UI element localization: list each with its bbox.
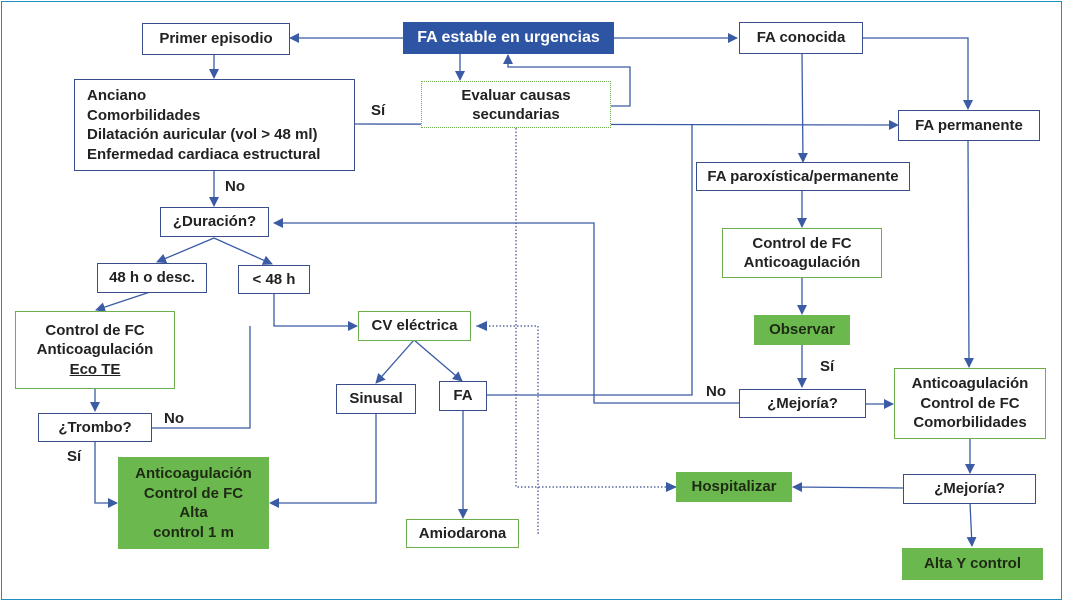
node-text: control 1 m [153, 523, 234, 541]
node-cv-electrica: CV eléctrica [358, 311, 471, 341]
node-text: Alta [179, 504, 208, 521]
node-text: Anticoagulación [743, 254, 861, 271]
node-control-anticoagulacion: Control de FC Anticoagulación [722, 228, 882, 278]
node-text: 48 h o desc. [109, 269, 195, 287]
edge-duracion-menos48 [213, 237, 273, 265]
edge-fa-riesgo [487, 125, 693, 396]
node-fa-permanente: FA permanente [898, 110, 1040, 141]
node-alta-control-1m: Anticoagulación Control de FC Alta contr… [118, 457, 269, 549]
node-text: Primer episodio [159, 30, 273, 48]
label-no-riesgo: No [225, 178, 245, 195]
node-text: Sinusal [349, 390, 403, 408]
node-text: ¿Duración? [172, 213, 257, 231]
node-48h-desc: 48 h o desc. [97, 263, 207, 293]
node-text: FA estable en urgencias [417, 29, 600, 47]
label-no-trombo: No [164, 410, 184, 427]
edge-cv-sinusal [375, 339, 415, 384]
edge-conocida-parox [797, 53, 808, 163]
node-text: FA permanente [915, 116, 1023, 134]
edge-mejoria2-alta [966, 502, 977, 547]
edge-mas48-control [95, 291, 151, 312]
node-observar: Observar [754, 315, 850, 345]
node-menos-48h: < 48 h [238, 265, 310, 294]
node-mejoria-2: ¿Mejoría? [903, 474, 1036, 504]
node-text: Alta Y control [924, 555, 1021, 573]
arrowhead-cv-dotted [476, 321, 487, 331]
node-alta-y-control: Alta Y control [902, 548, 1043, 580]
node-text: Anticoagulación [911, 375, 1029, 393]
edge-sinusal-alta1m [269, 413, 377, 508]
node-text: ¿Trombo? [58, 418, 132, 436]
node-text: ¿Mejoría? [934, 480, 1005, 498]
edge-permanente-anticcomorb [963, 139, 974, 368]
edge-amiodarona-cv [476, 325, 539, 534]
node-text: FA [453, 387, 473, 405]
node-text: Amiodarona [418, 524, 507, 542]
node-hospitalizar: Hospitalizar [676, 472, 792, 502]
node-text: secundarias [472, 105, 560, 123]
node-text: ¿Mejoría? [767, 394, 838, 412]
edge-trombo-cv [152, 326, 251, 429]
edge-mejoria-duracion [273, 218, 739, 404]
node-text: CV eléctrica [371, 317, 458, 335]
edge-evaluar-hospitalizar [515, 128, 676, 488]
label-si-trombo: Sí [67, 448, 82, 465]
node-control-eco-te: Control de FC Anticoagulación Eco TE [15, 311, 175, 389]
node-anticoagulacion-comorbilidades: Anticoagulación Control de FC Comorbilid… [894, 368, 1046, 439]
edge-trombo-alta1m [94, 441, 118, 508]
node-text: FA conocida [756, 29, 846, 47]
node-text: Control de FC [920, 394, 1020, 412]
node-text: Control de FC [752, 234, 852, 252]
node-text: Comorbilidades [87, 106, 201, 124]
node-sinusal: Sinusal [336, 384, 416, 414]
node-primer-episodio: Primer episodio [142, 23, 290, 55]
label-si-observar: Sí [820, 358, 835, 375]
arrowhead-hospitalizar [666, 482, 677, 492]
node-text: Enfermedad cardiaca estructural [87, 145, 321, 163]
label-si-riesgo: Sí [371, 102, 386, 119]
node-fa-conocida: FA conocida [739, 22, 863, 54]
node-fa: FA [439, 381, 487, 411]
node-text: < 48 h [252, 270, 296, 288]
node-fa-paroxistica: FA paroxística/permanente [696, 162, 910, 191]
label-no-mejoria: No [706, 383, 726, 400]
edge-mejoria2-hospitalizar [792, 482, 904, 493]
node-factores-riesgo: Anciano Comorbilidades Dilatación auricu… [74, 79, 355, 171]
node-text: Anticoagulación [36, 341, 154, 359]
edge-duracion-mas48 [156, 237, 215, 264]
edge-conocida-permanente [863, 37, 973, 110]
node-amiodarona: Amiodarona [406, 519, 519, 548]
node-text: Observar [769, 321, 835, 339]
node-text-eco-te: Eco TE [69, 360, 121, 378]
node-text: FA paroxística/permanente [707, 167, 899, 185]
node-text: Evaluar causas [461, 86, 571, 104]
node-duracion: ¿Duración? [160, 207, 269, 237]
node-evaluar-causas: Evaluar causas secundarias [421, 81, 611, 128]
node-text: Control de FC [45, 321, 145, 339]
edge-menos48-cv [273, 293, 358, 331]
node-text: Dilatación auricular (vol > 48 ml) [87, 126, 318, 143]
edge-evaluar-start [503, 54, 631, 107]
node-text: Anticoagulación [135, 465, 252, 482]
node-text: Control de FC [143, 484, 244, 502]
node-text: Comorbilidades [913, 414, 1027, 432]
node-text: Anciano [87, 87, 147, 104]
node-trombo: ¿Trombo? [38, 413, 152, 442]
edge-cv-fa [413, 339, 463, 382]
node-text: Hospitalizar [691, 478, 777, 496]
node-mejoria-1: ¿Mejoría? [739, 389, 866, 418]
node-fa-estable-urgencias: FA estable en urgencias [403, 22, 614, 54]
